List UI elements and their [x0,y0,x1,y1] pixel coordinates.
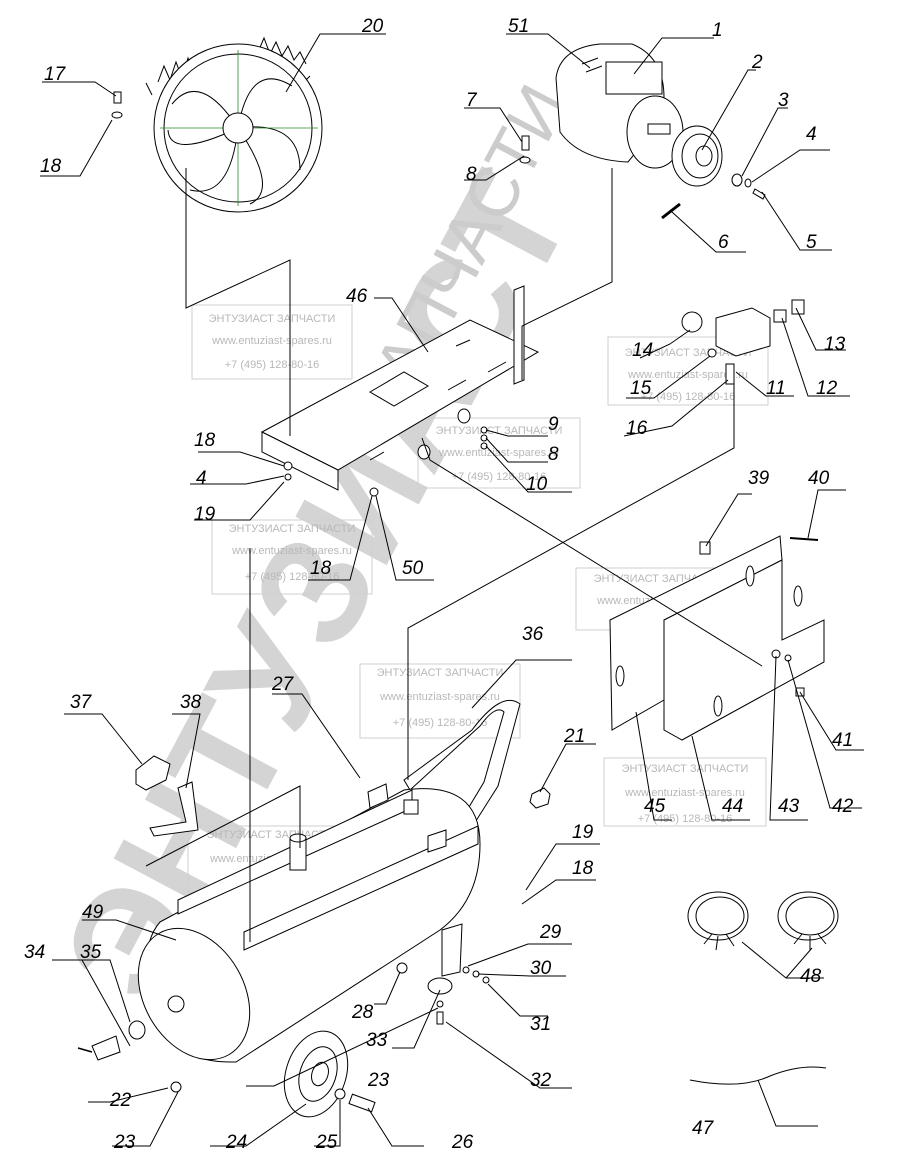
fan-shroud [145,36,323,213]
part-label: 18 [40,156,62,177]
watermark-title: ЭНТУЗИАСТ ЗАПЧАСТИ [377,667,504,679]
air-tank [137,783,481,1063]
part-label: 24 [225,1132,247,1153]
part-label: 15 [630,378,652,399]
part-label: 17 [44,64,67,85]
part-label: 9 [548,414,559,435]
part-label: 48 [800,966,822,987]
watermark-title: ЭНТУЗИАСТ ЗАПЧАСТИ [622,763,749,775]
watermark-phone: +7 (495) 128-80-16 [393,717,487,729]
watermark-url: www.entuziast-spares.ru [438,447,559,459]
part-label: 27 [271,674,295,695]
electric-motor [555,43,684,169]
part-label: 51 [508,16,529,37]
watermark-title: ЭНТУЗИАСТ ЗАПЧАСТИ [436,425,563,437]
part-label: 43 [778,796,800,817]
part-label: 39 [748,468,770,489]
part-label: 8 [466,164,477,185]
part-label: 34 [24,942,45,963]
cap-21 [529,787,551,809]
part-label: 36 [522,624,544,645]
part-label: 29 [539,922,562,943]
part-label: 12 [816,378,838,399]
part-label: 33 [366,1030,388,1051]
part-label: 30 [530,958,552,979]
watermark-url: www.entuziast-spares.ru [231,545,352,557]
part-label: 38 [180,692,202,713]
watermark-title: ЭНТУЗИАСТ ЗАПЧАСТИ [209,313,336,325]
hose [689,1066,827,1085]
part-label: 46 [346,286,368,307]
part-label: 8 [548,444,559,465]
leader-lines [40,33,864,1147]
motor-key [661,202,681,220]
watermark-url: www.entuziast-spares.ru [211,335,332,347]
part-label: 26 [451,1132,474,1153]
watermark-phone: +7 (495) 128-80-16 [452,471,546,483]
part-label: 7 [466,90,478,111]
part-label: 47 [692,1118,715,1139]
part-label: 49 [82,902,104,923]
part-label: 28 [351,1002,374,1023]
pulley-fasteners [731,173,766,200]
part-label: 3 [778,90,789,111]
check-valve [135,755,199,837]
wheel [283,1030,376,1118]
part-label: 20 [361,16,384,37]
part-labels: 1 2 3 4 5 6 7 8 9 10 11 12 13 14 15 16 1… [24,16,854,1153]
watermark-box-7: ЭНТУЗИАСТ ЗАПЧАСТИ www.entuziast-spares.… [603,757,767,827]
part-label: 4 [196,468,207,489]
part-label: 31 [530,1014,551,1035]
bolt-17 [111,91,123,119]
part-label: 10 [526,474,548,495]
motor-pulley [671,125,723,187]
part-label: 14 [632,340,653,361]
part-label: 23 [367,1070,390,1091]
assembly-lines [145,168,763,942]
part-label: 50 [402,558,424,579]
part-label: 4 [806,124,817,145]
watermark-title: ЭНТУЗИАСТ ЗАПЧАСТИ [229,523,356,535]
drain-valve [77,1020,146,1061]
watermark-box-1: ЭНТУЗИАСТ ЗАПЧАСТИ www.entuziast-spares.… [191,304,353,380]
pressure-switch-assembly [681,299,805,385]
control-box-bracket [609,535,825,741]
part-label: 19 [572,822,594,843]
part-label: 40 [808,468,830,489]
part-label: 32 [530,1070,552,1091]
part-label: 37 [70,692,93,713]
part-label: 42 [832,796,854,817]
watermark-url: www.entuziast-spares.ru [627,369,748,381]
part-label: 35 [80,942,102,963]
part-label: 22 [109,1090,132,1111]
tank-foot [396,923,490,1025]
part-label: 18 [194,430,216,451]
part-label: 25 [315,1132,338,1153]
part-label: 44 [722,796,743,817]
watermark-url: www.entuziast-spares.ru [379,691,500,703]
part-label: 5 [806,232,817,253]
part-label: 18 [572,858,594,879]
part-label: 41 [832,730,853,751]
watermark-phone: +7 (495) 128-80-16 [638,813,732,825]
plate-fasteners [283,426,488,497]
watermark-phone: +7 (495) 128-80-16 [225,359,319,371]
part-label: 23 [113,1132,136,1153]
watermark-box-6: ЭНТУЗИАСТ ЗАПЧАСТИ www.entuziast-spares.… [359,663,521,739]
part-label: 21 [563,726,585,747]
cable-coils [687,891,839,951]
part-label: 1 [712,20,723,41]
part-label: 19 [194,504,216,525]
part-label: 2 [751,52,763,73]
part-label: 11 [766,378,786,399]
nut-22 [170,1081,182,1093]
part-label: 45 [644,796,666,817]
motor-bolt [519,135,531,164]
part-label: 13 [824,334,846,355]
part-label: 6 [718,232,729,253]
part-label: 16 [626,418,648,439]
watermark-url: www.entuziast-spares.ru [624,787,745,799]
part-label: 18 [310,558,332,579]
